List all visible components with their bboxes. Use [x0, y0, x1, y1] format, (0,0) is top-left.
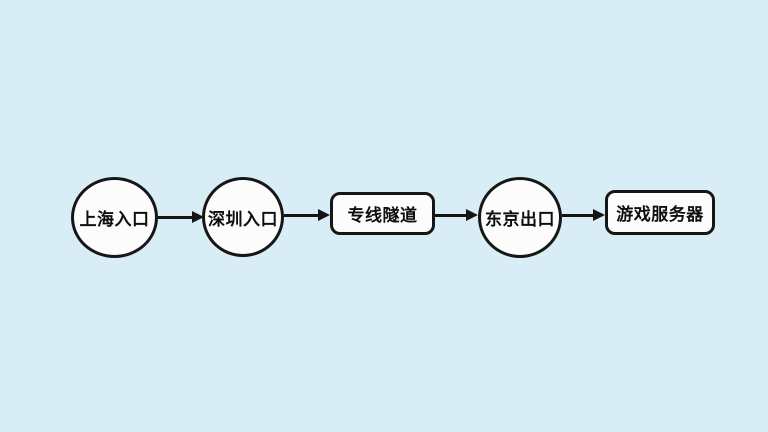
- node-tokyo-exit: 东京出口: [478, 177, 562, 258]
- arrow-shaft: [284, 213, 318, 217]
- arrow-shaft: [158, 215, 192, 219]
- node-shenzhen-entry: 深圳入口: [202, 177, 284, 257]
- arrow-head-icon: [593, 209, 605, 221]
- edge-arrow-tunnel-to-tokyo: [435, 208, 478, 222]
- node-dedicated-tunnel: 专线隧道: [330, 192, 435, 235]
- edge-arrow-shenzhen-to-tunnel: [284, 208, 330, 222]
- arrow-shaft: [562, 213, 593, 217]
- arrow-shaft: [435, 213, 466, 217]
- arrow-head-icon: [192, 211, 204, 223]
- node-shenzhen-entry-label: 深圳入口: [208, 209, 278, 229]
- edge-arrow-tokyo-to-server: [562, 208, 605, 222]
- node-tokyo-exit-label: 东京出口: [485, 210, 555, 229]
- node-dedicated-tunnel-label: 专线隧道: [347, 206, 418, 225]
- node-shanghai-entry: 上海入口: [71, 177, 158, 258]
- node-game-server: 游戏服务器: [605, 190, 715, 235]
- node-game-server-label: 游戏服务器: [616, 205, 704, 224]
- node-shanghai-entry-label: 上海入口: [79, 210, 150, 229]
- arrow-head-icon: [466, 209, 478, 221]
- arrow-head-icon: [318, 209, 330, 221]
- edge-arrow-shanghai-to-shenzhen: [158, 210, 204, 224]
